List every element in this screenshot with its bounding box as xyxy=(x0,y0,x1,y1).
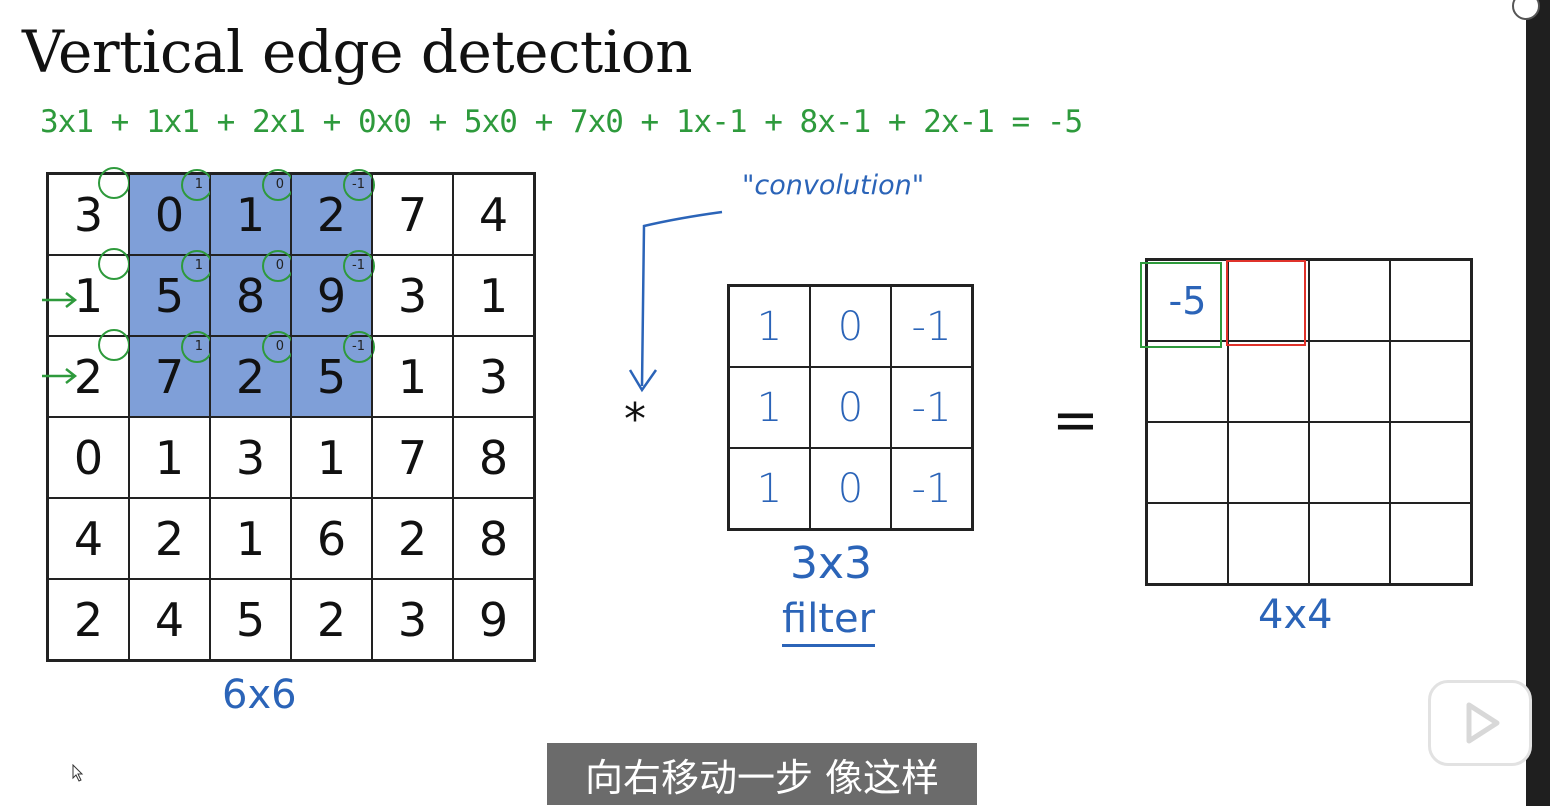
kernel-weight: -1 xyxy=(352,339,365,354)
green-circle-mark xyxy=(343,250,375,282)
input-cell: 2 xyxy=(48,579,129,660)
kernel-weight: 1 xyxy=(194,177,203,192)
input-cell: 5 xyxy=(210,579,291,660)
kernel-weight: 1 xyxy=(194,339,203,354)
input-cell: 2 xyxy=(372,498,453,579)
filter-cell: 0 xyxy=(810,367,891,448)
output-cell xyxy=(1228,422,1309,503)
subtitle-caption: 向右移动一步 像这样 xyxy=(547,743,977,805)
input-cell: 4 xyxy=(453,174,534,255)
output-cell xyxy=(1147,341,1228,422)
input-cell: 5-1 xyxy=(291,331,375,417)
input-cell: 6 xyxy=(291,498,372,579)
input-cell: 1 xyxy=(210,498,291,579)
filter-cell: -1 xyxy=(891,286,972,367)
output-matrix: -5 xyxy=(1145,258,1473,586)
output-cell: -5 xyxy=(1147,260,1228,341)
input-cell: 1 xyxy=(372,336,453,417)
output-cell xyxy=(1309,503,1390,584)
input-cell: 1 xyxy=(291,417,372,498)
input-cell: 1 xyxy=(453,255,534,336)
filter-cell: 0 xyxy=(810,448,891,529)
input-cell: 1 xyxy=(129,417,210,498)
output-cell xyxy=(1309,260,1390,341)
output-size-label: 4x4 xyxy=(1258,592,1333,638)
filter-cell: 0 xyxy=(810,286,891,367)
current-position-box xyxy=(1140,262,1222,348)
input-cell: 2 xyxy=(291,579,372,660)
green-circle-mark xyxy=(343,169,375,201)
input-cell: 0 xyxy=(48,417,129,498)
input-cell: 1 xyxy=(48,248,130,336)
convolution-arrow-icon xyxy=(628,210,723,393)
output-cell xyxy=(1390,341,1471,422)
output-cell xyxy=(1309,341,1390,422)
input-cell: 7 xyxy=(372,174,453,255)
kernel-weight: 0 xyxy=(275,258,284,273)
convolution-label: "convolution" xyxy=(742,170,925,201)
output-cell xyxy=(1390,260,1471,341)
play-button[interactable] xyxy=(1428,680,1532,766)
input-cell: 9 xyxy=(453,579,534,660)
input-cell: 3 xyxy=(453,336,534,417)
page-title: Vertical edge detection xyxy=(22,18,693,86)
right-edge-bar xyxy=(1526,0,1550,806)
input-cell: 8 xyxy=(453,498,534,579)
filter-name-label: filter xyxy=(782,596,876,647)
input-cell: 3 xyxy=(48,167,130,255)
output-cell xyxy=(1147,422,1228,503)
input-cell: 3 xyxy=(210,417,291,498)
green-circle-mark xyxy=(98,329,130,361)
output-cell xyxy=(1228,341,1309,422)
green-circle-mark xyxy=(343,331,375,363)
output-cell xyxy=(1390,503,1471,584)
output-cell xyxy=(1147,503,1228,584)
filter-cell: 1 xyxy=(729,448,810,529)
filter-cell: 1 xyxy=(729,286,810,367)
equation-annotation: 3x1 + 1x1 + 2x1 + 0x0 + 5x0 + 7x0 + 1x-1… xyxy=(40,104,1083,140)
green-circle-mark xyxy=(98,248,130,280)
input-cell: 4 xyxy=(48,498,129,579)
convolution-operator: * xyxy=(624,394,646,445)
output-cell xyxy=(1309,422,1390,503)
output-cell xyxy=(1228,503,1309,584)
input-size-label: 6x6 xyxy=(222,672,297,718)
input-cell: 2 xyxy=(129,498,210,579)
kernel-weight: 0 xyxy=(275,177,284,192)
mouse-cursor-icon xyxy=(72,764,84,782)
input-cell: 9-1 xyxy=(291,250,375,336)
input-cell: 2-1 xyxy=(291,169,375,255)
input-cell: 3 xyxy=(372,579,453,660)
input-cell: 7 xyxy=(372,417,453,498)
input-cell: 3 xyxy=(372,255,453,336)
filter-size-label: 3x3 xyxy=(790,538,873,589)
filter-matrix: 1 0 -1 1 0 -1 1 0 -1 xyxy=(727,284,974,531)
kernel-weight: 1 xyxy=(194,258,203,273)
next-position-box xyxy=(1226,260,1306,346)
kernel-weight: -1 xyxy=(352,177,365,192)
green-arrow-icons xyxy=(42,292,78,384)
filter-cell: 1 xyxy=(729,367,810,448)
filter-cell: -1 xyxy=(891,367,972,448)
settings-icon[interactable] xyxy=(1512,0,1540,20)
kernel-weight: -1 xyxy=(352,258,365,273)
green-circle-mark xyxy=(98,167,130,199)
filter-cell: -1 xyxy=(891,448,972,529)
equals-operator: = xyxy=(1052,388,1099,453)
kernel-weight: 0 xyxy=(275,339,284,354)
input-cell: 4 xyxy=(129,579,210,660)
output-cell xyxy=(1390,422,1471,503)
input-cell: 8 xyxy=(453,417,534,498)
play-icon xyxy=(1466,702,1500,744)
